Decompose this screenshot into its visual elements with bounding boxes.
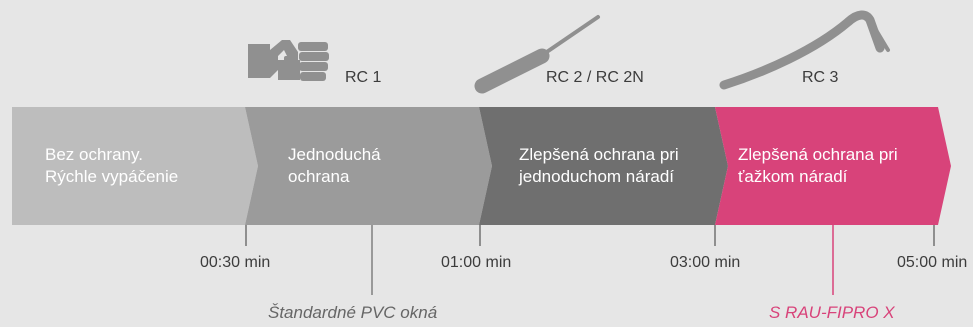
- class-label-rc1: RC 1: [345, 69, 382, 86]
- segment-2-text: Jednoduchá ochrana: [288, 144, 381, 188]
- segment-2-shape: [245, 107, 492, 225]
- note-standard-windows: Štandardné PVC okná: [268, 303, 438, 322]
- note-rau-fipro: S RAU-FIPRO X: [769, 303, 895, 322]
- segment-1-line-1: Bez ochrany.: [45, 145, 143, 164]
- segment-3-line-2: jednoduchom náradí: [519, 167, 675, 186]
- segment-4-line-1: Zlepšená ochrana pri: [738, 145, 898, 164]
- time-label-1: 00:30 min: [200, 254, 271, 271]
- segment-2-line-1: Jednoduchá: [288, 145, 381, 164]
- time-label-3: 03:00 min: [670, 254, 741, 271]
- time-label-4: 05:00 min: [897, 254, 968, 271]
- time-label-2: 01:00 min: [441, 254, 512, 271]
- segment-3-line-1: Zlepšená ochrana pri: [519, 145, 679, 164]
- segment-1-line-2: Rýchle vypáčenie: [45, 167, 179, 186]
- segment-3-shape: [479, 107, 728, 225]
- fist-icon: [248, 40, 329, 81]
- segment-4-shape: [715, 107, 951, 225]
- class-label-rc2: RC 2 / RC 2N: [546, 69, 644, 86]
- screwdriver-icon: [474, 15, 600, 94]
- segment-4-line-2: ťažkom náradí: [738, 167, 848, 186]
- segment-1-shape: [12, 107, 258, 225]
- segment-4-text: Zlepšená ochrana pri ťažkom náradí: [738, 144, 898, 188]
- crowbar-icon: [719, 10, 890, 90]
- class-label-rc3: RC 3: [802, 69, 839, 86]
- segment-1-text: Bez ochrany. Rýchle vypáčenie: [45, 144, 178, 188]
- segment-2-line-2: ochrana: [288, 167, 350, 186]
- segment-3-text: Zlepšená ochrana pri jednoduchom náradí: [519, 144, 679, 188]
